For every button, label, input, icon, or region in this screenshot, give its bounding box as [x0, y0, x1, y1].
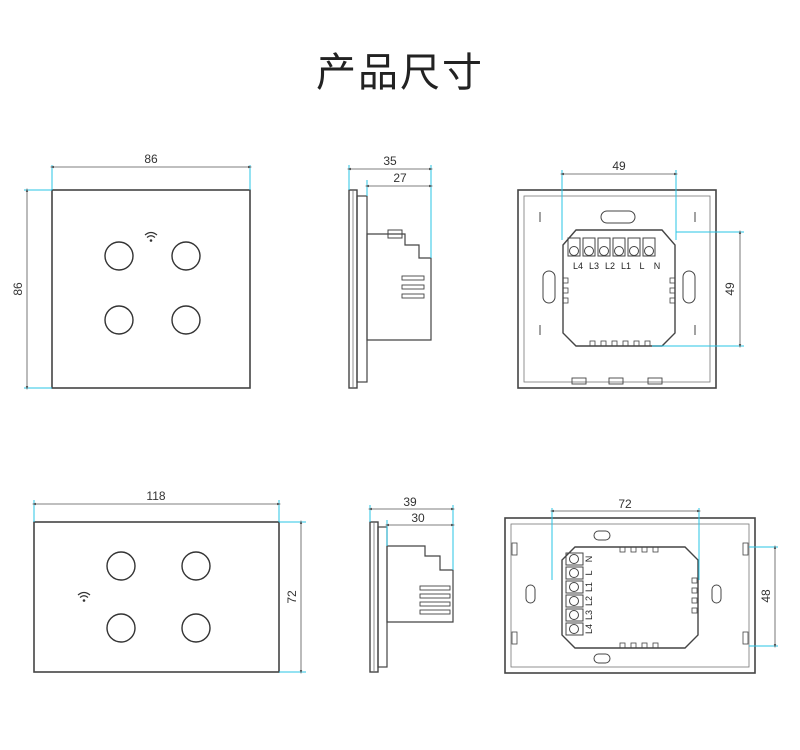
top-back-view: L4 L3 L2 L1 L N 49 49 — [517, 159, 744, 389]
top-side-view: 35 27 — [347, 154, 433, 389]
terminal-label-l3: L3 — [584, 610, 594, 620]
page-title: 产品尺寸 — [316, 50, 484, 96]
top-front-height-label: 86 — [11, 282, 25, 296]
terminal-label-l2: L2 — [584, 596, 594, 606]
touch-button-1 — [106, 551, 136, 581]
top-side-total-depth-label: 35 — [383, 154, 397, 168]
terminal-label-n: N — [584, 556, 594, 563]
wifi-icon — [144, 231, 158, 242]
top-back-h-spacing-label: 49 — [612, 159, 626, 173]
touch-button-2 — [181, 551, 211, 581]
touch-button-3 — [106, 613, 136, 643]
touch-button-4 — [181, 613, 211, 643]
wifi-icon — [77, 591, 91, 602]
terminal-label-l: L — [639, 261, 644, 271]
bottom-front-view: 118 72 — [32, 489, 306, 674]
bottom-back-v-spacing-label: 48 — [759, 589, 773, 603]
terminal-label-l1: L1 — [621, 261, 631, 271]
bottom-side-body-depth-label: 30 — [411, 511, 425, 525]
bottom-back-view: N L L1 L2 L3 L4 72 48 — [504, 497, 778, 674]
terminal-label-n: N — [654, 261, 661, 271]
terminal-label-l: L — [584, 570, 594, 575]
touch-button-1 — [104, 241, 134, 271]
terminal-label-l2: L2 — [605, 261, 615, 271]
terminal-label-l3: L3 — [589, 261, 599, 271]
bottom-front-width-label: 118 — [146, 489, 165, 503]
touch-button-2 — [171, 241, 201, 271]
top-back-v-spacing-label: 49 — [723, 282, 737, 296]
bottom-front-height-label: 72 — [285, 590, 299, 604]
bottom-side-view: 39 30 — [368, 495, 455, 673]
terminal-screws — [565, 552, 584, 636]
terminal-screws — [567, 237, 656, 257]
bottom-side-total-depth-label: 39 — [403, 495, 417, 509]
terminal-label-l1: L1 — [584, 582, 594, 592]
top-side-body-depth-label: 27 — [393, 171, 407, 185]
top-front-width-label: 86 — [144, 152, 158, 166]
bottom-back-h-spacing-label: 72 — [618, 497, 632, 511]
touch-button-4 — [171, 305, 201, 335]
touch-button-3 — [104, 305, 134, 335]
terminal-label-l4: L4 — [573, 261, 583, 271]
top-front-view: 86 86 — [11, 152, 252, 390]
terminal-label-l4: L4 — [584, 624, 594, 634]
